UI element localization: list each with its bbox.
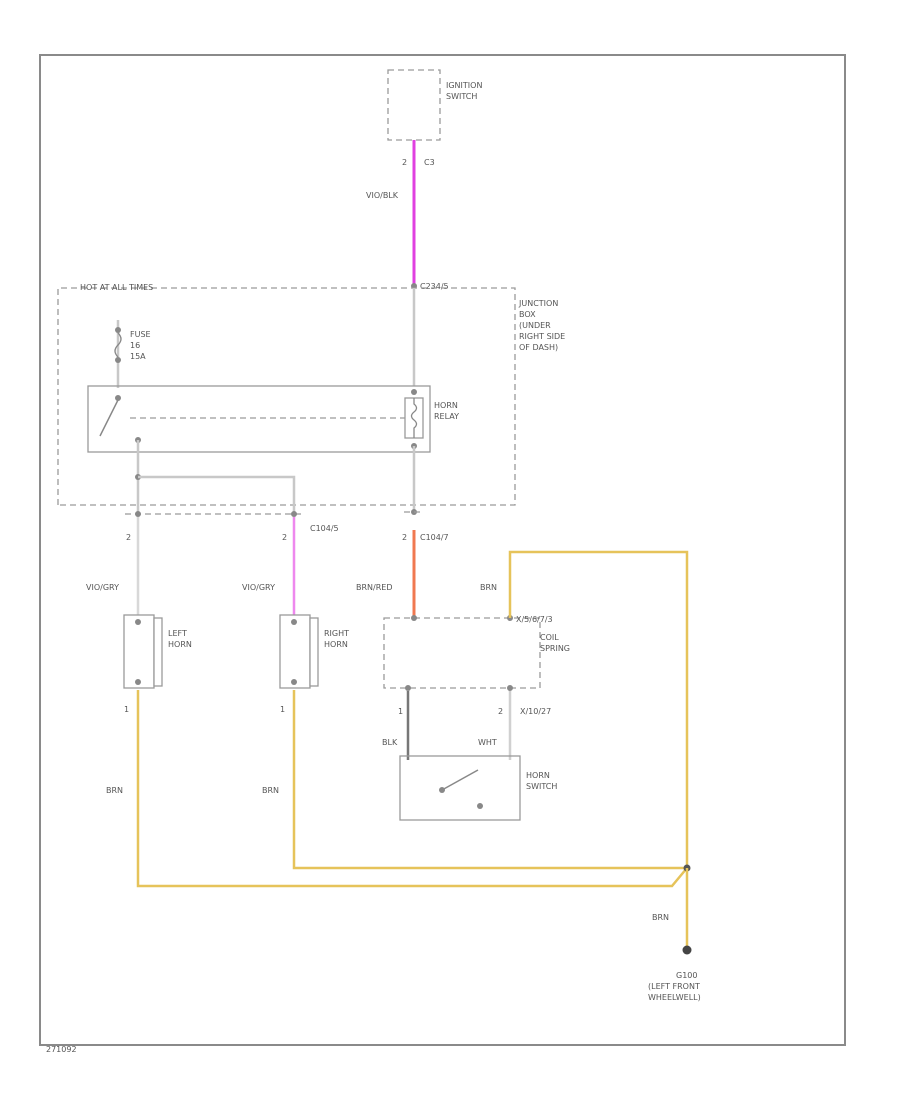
jb-label-1: JUNCTION [518,299,558,308]
horn-relay-label-1: HORN [434,401,458,410]
fuse-terminal-bottom [115,357,121,363]
coil-term-left-top [411,615,417,621]
left-horn-bell [153,617,163,687]
relay-switch-contact [99,399,119,437]
right-horn-conn-pin: 2 [282,533,287,542]
coil-pin-left: 1 [398,707,403,716]
right-horn-label-2: HORN [324,640,348,649]
fuse-label-2: 16 [130,341,140,350]
jb-top-label: HOT AT ALL TIMES [80,283,153,292]
left-horn-conn-pin: 2 [126,533,131,542]
left-horn-term-bottom [135,679,141,685]
coil-connector-bottom: X/10/27 [520,707,551,716]
right-horn-conn-dot [291,511,297,517]
jb-label-4: RIGHT SIDE [519,332,565,341]
relay-coil-top [411,389,417,395]
wire-brn-left-horn-label: BRN [106,786,123,795]
wire-brn-right-horn [292,690,687,870]
ground-point [682,945,692,955]
coil-spring-box [383,617,541,689]
coil-spring-label-1: COIL [540,633,559,642]
horn-switch-label-2: SWITCH [526,782,557,791]
wire-brn-red-label: BRN/RED [356,583,393,592]
wire-brn-left-horn [136,690,688,888]
wire-blk-label: BLK [382,738,398,747]
junction-box-outline [57,287,516,506]
left-horn-conn-dot [135,511,141,517]
horn-relay-label-2: RELAY [434,412,459,421]
relay-conn-pin: 2 [402,533,407,542]
ignition-switch-label-2: SWITCH [446,92,477,101]
fuse-icon [114,332,122,358]
left-horn-feed-label: VIO/GRY [86,583,119,592]
left-horn-body [123,614,155,689]
fuse-label-3: 15A [130,352,146,361]
jb-label-5: OF DASH) [519,343,558,352]
relay-conn-label: C104/7 [420,533,449,542]
ignition-connector: C3 [424,158,435,167]
wire-brn-ground-drop-label: BRN [652,913,669,922]
coil-spring-label-2: SPRING [540,644,570,653]
ground-label-1: (LEFT FRONT [648,982,700,991]
right-horn-body [279,614,311,689]
horn-switch-blade [441,769,479,791]
right-horn-label-1: RIGHT [324,629,349,638]
coil-connector-top: X/5/6/7/3 [516,615,553,624]
horn-switch-label-1: HORN [526,771,550,780]
left-horn-label-1: LEFT [168,629,187,638]
jb-label-3: (UNDER [519,321,551,330]
right-horn-branch [138,475,296,512]
left-horn-label-2: HORN [168,640,192,649]
fuse-label-1: FUSE [130,330,151,339]
right-horn-term-bottom [291,679,297,685]
wire-brn-coil-label: BRN [480,583,497,592]
ground-label-2: WHEELWELL) [648,993,701,1002]
coil-pin-right: 2 [498,707,503,716]
right-horn-feed-label: VIO/GRY [242,583,275,592]
ignition-switch-label-1: IGNITION [446,81,482,90]
horn-switch-contact-b [477,803,483,809]
wire-wht-label: WHT [478,738,497,747]
right-horn-bell [309,617,319,687]
ignition-pin: 2 [402,158,407,167]
ground-name: G100 [676,971,697,980]
coil-term-right-bottom [507,685,513,691]
right-horn-term-top [291,619,297,625]
right-horn-conn-label: C104/5 [310,524,339,533]
jb-connector-label: C234/5 [420,282,449,291]
horn-switch-box [399,755,521,821]
horn-relay-box [87,385,431,453]
diagram-frame [39,54,846,1046]
jb-label-2: BOX [519,310,536,319]
relay-switch-top [115,395,121,401]
wire-brn-right-horn-label: BRN [262,786,279,795]
wire-brn-coil [508,550,689,868]
figure-id: 271092 [46,1045,77,1054]
ignition-switch-box [387,69,441,141]
fuse-terminal-top [115,327,121,333]
left-horn-term-top [135,619,141,625]
relay-coil-winding [410,398,418,438]
right-horn-bottom-pin: 1 [280,705,285,714]
left-horn-bottom-pin: 1 [124,705,129,714]
coil-term-left-bottom [405,685,411,691]
wire-vio-blk-label: VIO/BLK [366,191,399,200]
